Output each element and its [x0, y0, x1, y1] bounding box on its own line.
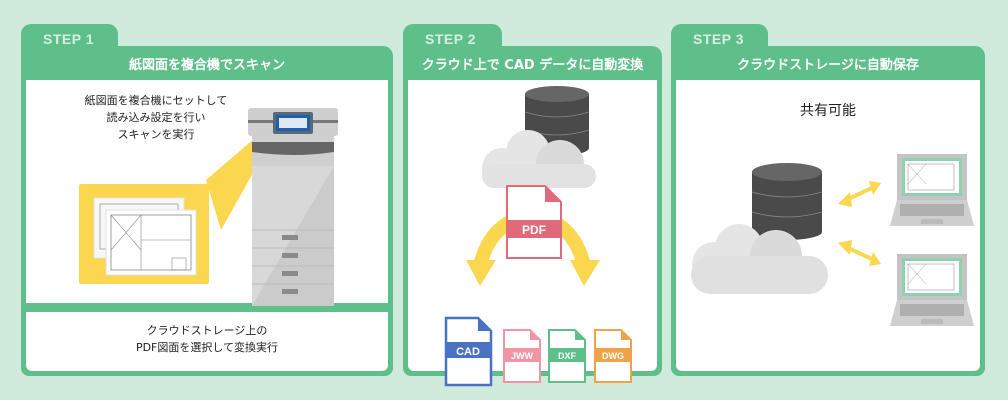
cad-file-label: CAD: [456, 346, 480, 358]
step1-sub-description-line: クラウドストレージ上の: [146, 324, 268, 337]
jww-file-icon: JWW: [503, 329, 541, 383]
step1-sub-description: クラウドストレージ上の PDF図面を選択して変換実行: [26, 322, 388, 356]
printer-icon: [248, 108, 338, 306]
step3-content: 共有可能: [676, 80, 980, 371]
step1-description-line: スキャンを実行: [117, 128, 195, 141]
step1-content: 紙図面を複合機にセットして 読み込み設定を行い スキャンを実行: [26, 80, 388, 306]
paper-drawing-icon: [93, 197, 197, 276]
step1-sub-description-line: PDF図面を選択して変換実行: [135, 341, 279, 354]
dxf-file-icon: DXF: [548, 329, 586, 383]
step1-illustration: [79, 108, 338, 306]
cloud-icon: [691, 224, 828, 294]
cloud-icon: [482, 130, 596, 188]
database-icon: [751, 163, 823, 240]
step2-illustration: PDF CAD JWW DXF: [444, 86, 632, 387]
step2-content: PDF CAD JWW DXF: [408, 80, 657, 387]
cad-file-icon: CAD: [444, 316, 493, 387]
step2-panel: STEP 2 クラウド上で CAD データに自動変換: [403, 24, 662, 387]
step1-sub-content: クラウドストレージ上の PDF図面を選択して変換実行: [26, 312, 388, 371]
dwg-file-label: DWG: [602, 351, 624, 361]
step2-title: クラウド上で CAD データに自動変換: [421, 57, 644, 73]
step1-description: 紙図面を複合機にセットして 読み込み設定を行い スキャンを実行: [66, 92, 246, 143]
step1-description-line: 紙図面を複合機にセットして: [84, 94, 228, 107]
step1-panel: STEP 1 紙図面を複合機でスキャン 紙図面を複合機にセットして 読み込み設定…: [21, 24, 393, 376]
jww-file-label: JWW: [511, 351, 534, 361]
step3-panel: STEP 3 クラウドストレージに自動保存 共有可能: [671, 24, 985, 376]
shared-label: 共有可能: [800, 103, 856, 119]
dwg-file-icon: DWG: [594, 329, 632, 383]
pdf-file-icon: PDF: [506, 185, 562, 259]
pdf-file-label: PDF: [522, 223, 546, 237]
sync-arrow-icon: [838, 240, 881, 266]
step1-title: 紙図面を複合機でスキャン: [128, 57, 285, 73]
sync-arrow-icon: [838, 181, 881, 207]
laptop-icon: [890, 154, 974, 226]
dxf-file-label: DXF: [558, 351, 577, 361]
step1-description-line: 読み込み設定を行い: [106, 111, 206, 124]
step3-illustration: [691, 154, 974, 326]
laptop-icon: [890, 254, 974, 326]
step3-title: クラウドストレージに自動保存: [737, 57, 919, 73]
